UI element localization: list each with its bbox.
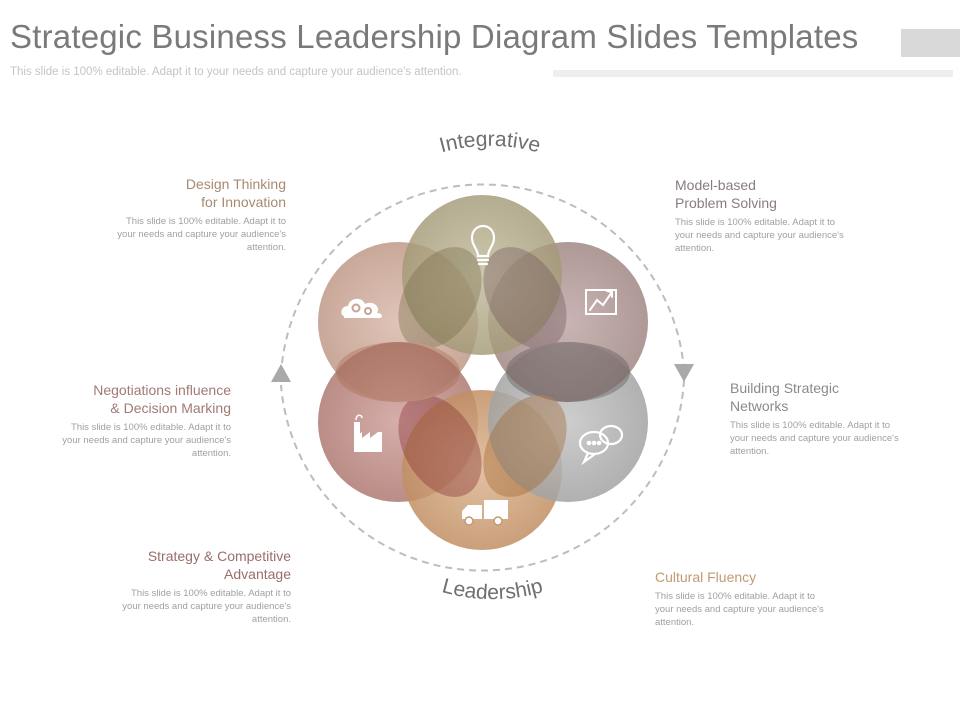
delivery-truck-icon xyxy=(462,500,508,526)
block-title: Building Strategic Networks xyxy=(730,380,839,414)
header-decoration-bar xyxy=(553,70,953,77)
block-design-thinking: Design Thinking for Innovation This slid… xyxy=(88,175,286,254)
block-title: Design Thinking for Innovation xyxy=(185,176,286,210)
lightbulb-icon xyxy=(470,224,496,266)
page-title: Strategic Business Leadership Diagram Sl… xyxy=(10,18,859,55)
petal-innovation xyxy=(402,195,562,355)
block-title: Model-based Problem Solving xyxy=(675,177,777,211)
block-title: Strategy & Competitive Advantage xyxy=(147,548,291,582)
cloud-gears-icon xyxy=(341,298,382,318)
chat-bubbles-icon xyxy=(578,424,624,466)
block-title: Cultural Fluency xyxy=(655,569,757,585)
ring-arrow-up-icon xyxy=(271,364,291,382)
block-description: This slide is 100% editable. Adapt it to… xyxy=(117,216,286,253)
block-negotiations: Negotiations influence & Decision Markin… xyxy=(20,381,231,460)
block-description: This slide is 100% editable. Adapt it to… xyxy=(655,591,824,628)
header-decoration-box xyxy=(901,29,960,57)
ring-label-bottom: Leadership xyxy=(440,574,545,604)
factory-icon xyxy=(354,414,382,452)
overlap-shading xyxy=(336,247,630,497)
block-title: Negotiations influence & Decision Markin… xyxy=(93,382,231,416)
growth-chart-icon xyxy=(585,289,617,315)
block-description: This slide is 100% editable. Adapt it to… xyxy=(122,588,291,625)
block-model-based: Model-based Problem Solving This slide i… xyxy=(675,176,905,255)
block-description: This slide is 100% editable. Adapt it to… xyxy=(675,217,844,254)
ring-label-top: Integrative xyxy=(437,128,543,158)
ring-arrow-down-icon xyxy=(674,364,694,382)
block-strategy-competitive: Strategy & Competitive Advantage This sl… xyxy=(80,547,291,626)
block-strategic-networks: Building Strategic Networks This slide i… xyxy=(730,379,945,458)
block-description: This slide is 100% editable. Adapt it to… xyxy=(62,422,231,459)
block-cultural-fluency: Cultural Fluency This slide is 100% edit… xyxy=(655,568,870,629)
dashed-ring xyxy=(280,183,685,572)
block-description: This slide is 100% editable. Adapt it to… xyxy=(730,420,899,457)
page-subtitle: This slide is 100% editable. Adapt it to… xyxy=(10,66,462,78)
